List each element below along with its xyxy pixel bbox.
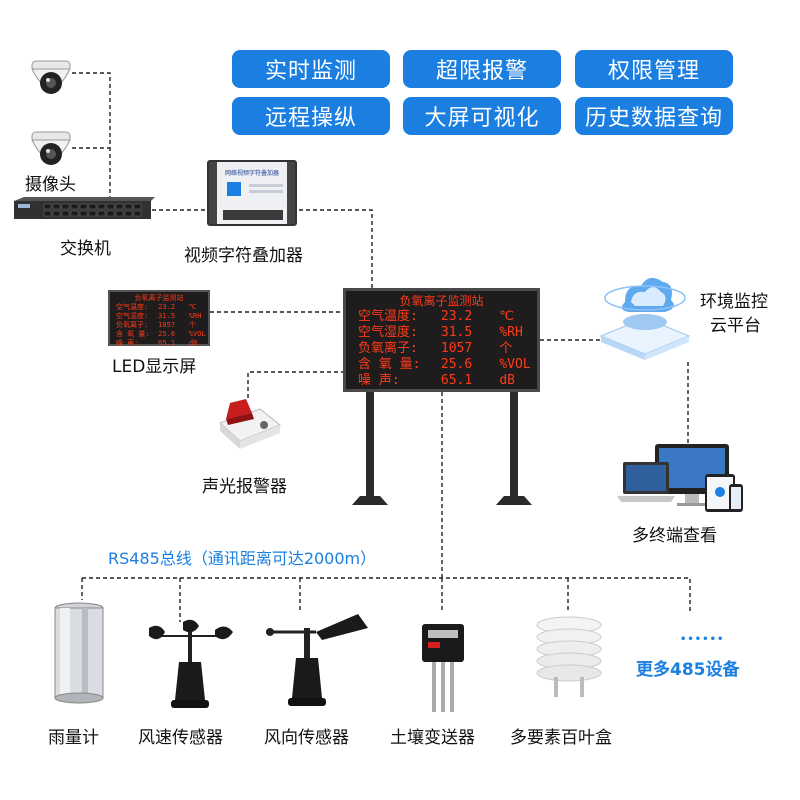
led-small-row-name: 负氧离子:: [116, 321, 149, 329]
led-small-row-value: 31.5: [158, 312, 176, 320]
stand-foot-right: [496, 496, 532, 505]
led-main-row-name: 负氧离子:: [358, 341, 418, 356]
led-main-row-name: 噪 声:: [358, 373, 400, 388]
overlay-rail-left: [209, 162, 217, 224]
led-main-row-name: 空气温度:: [358, 309, 418, 324]
led-main-title: 负氧离子监测站: [399, 294, 484, 308]
led-main-row-value: 25.6: [440, 357, 473, 372]
led-main-row-name: 含 氧 量:: [358, 357, 421, 372]
led-small-row: 空气温度: 23.2 ℃: [110, 303, 208, 312]
led-main-row-unit: %RH: [499, 325, 523, 340]
camera-icon: [31, 60, 71, 94]
cloud-label-line2: 云平台: [710, 316, 761, 336]
led-small-row-value: 65.1: [158, 339, 176, 347]
cloud-platform-icon: [599, 277, 691, 360]
led-main-row-value: 31.5: [440, 325, 473, 340]
led-main-row: 空气湿度: 31.5 %RH: [346, 325, 537, 341]
led-small-title: 负氧离子监测站: [134, 294, 184, 302]
alarm-icon: [219, 399, 281, 449]
stand-leg-right: [510, 390, 518, 498]
terminals-label: 多终端查看: [632, 526, 717, 546]
stand-leg-left: [366, 390, 374, 498]
led-small-row-name: 空气湿度:: [116, 312, 149, 320]
led-main-row: 空气温度: 23.2 ℃: [346, 309, 537, 325]
feature-overlimit-alarm: 超限报警: [403, 50, 561, 88]
led-small-row: 噪 声: 65.1 dB: [110, 339, 208, 348]
feature-history-query: 历史数据查询: [575, 97, 733, 135]
sensor-label-soil: 土壤变送器: [390, 728, 475, 748]
wire-camera1: [72, 72, 150, 209]
led-main-row-name: 空气湿度:: [358, 325, 418, 340]
led-main-row-value: 1057: [440, 341, 473, 356]
led-main-row-unit: ℃: [499, 309, 514, 324]
overlay-terminal-block: [223, 210, 283, 220]
wire-alarm-board: [247, 371, 345, 398]
led-small-row-value: 25.6: [158, 330, 176, 338]
stand-foot-left: [352, 496, 388, 505]
terminals-icon: [617, 444, 743, 512]
overlay-logo-icon: [227, 182, 241, 196]
rain-gauge-icon: [54, 602, 104, 704]
bus-drops: [179, 578, 569, 622]
bus-label: RS485总线（通讯距离可达2000m）: [108, 549, 377, 568]
led-small-row-name: 含 氧 量:: [116, 330, 150, 338]
led-small-screen: 负氧离子监测站 空气温度: 23.2 ℃ 空气湿度: 31.5 %RH 负氧离子: 105…: [108, 290, 210, 348]
led-main-row: 负氧离子: 1057 个: [346, 341, 537, 357]
sensor-label-wind-speed: 风速传感器: [138, 728, 223, 748]
sensor-label-wind-direction: 风向传感器: [264, 728, 349, 748]
video-overlay-device: 网络视频字符叠加器: [207, 160, 297, 226]
led-main-row: 含 氧 量: 25.6 %VOL: [346, 357, 537, 373]
led-main-row-value: 23.2: [440, 309, 473, 324]
sensor-label-rain-gauge: 雨量计: [48, 728, 99, 748]
rs485-bus: [81, 577, 691, 612]
overlay-rail-right: [287, 162, 295, 224]
feature-big-screen: 大屏可视化: [403, 97, 561, 135]
feature-realtime-monitoring: 实时监测: [232, 50, 390, 88]
led-small-row-unit: dB: [188, 339, 198, 347]
led-small-row: 空气湿度: 31.5 %RH: [110, 312, 208, 321]
led-main-row-value: 65.1: [440, 373, 473, 388]
led-small-row-value: 1057: [158, 321, 176, 329]
camera-label: 摄像头: [25, 175, 76, 195]
overlay-device-text: 网络视频字符叠加器: [225, 170, 280, 177]
more-dots: ••••••: [680, 634, 725, 645]
overlay-line: [249, 184, 283, 187]
led-small-row-name: 空气温度:: [116, 303, 149, 311]
wind-speed-sensor-icon: [149, 619, 233, 708]
more-devices-label: 更多485设备: [636, 660, 740, 680]
switch-label: 交换机: [60, 239, 111, 259]
cloud-label-line1: 环境监控: [700, 292, 768, 312]
sensor-label-louver-box: 多要素百叶盒: [510, 728, 612, 748]
led-main-row-unit: 个: [499, 341, 513, 356]
led-small-row-unit: ℃: [188, 303, 197, 311]
soil-transmitter-icon: [422, 624, 464, 712]
wind-direction-sensor-icon: [266, 614, 368, 706]
led-small-row-name: 噪 声:: [116, 339, 139, 347]
led-small-row-unit: %VOL: [188, 330, 206, 338]
led-main-row: 噪 声: 65.1 dB: [346, 373, 537, 389]
led-main-board: 负氧离子监测站 空气温度: 23.2 ℃ 空气湿度: 31.5 %RH 负氧离子: 105…: [343, 288, 540, 392]
led-small-label: LED显示屏: [112, 357, 197, 377]
network-switch-icon: [14, 197, 155, 219]
louver-box-icon: [536, 616, 602, 697]
led-main-row-unit: %VOL: [499, 357, 531, 372]
feature-permission-management: 权限管理: [575, 50, 733, 88]
camera-icon: [31, 131, 71, 165]
feature-remote-control: 远程操纵: [232, 97, 390, 135]
led-small-row: 含 氧 量: 25.6 %VOL: [110, 330, 208, 339]
led-small-row: 负氧离子: 1057 个: [110, 321, 208, 330]
led-small-row-unit: 个: [188, 321, 196, 329]
led-small-row-value: 23.2: [158, 303, 176, 311]
overlay-label: 视频字符叠加器: [184, 246, 303, 266]
alarm-label: 声光报警器: [202, 477, 287, 497]
overlay-line: [249, 190, 283, 193]
led-small-row-unit: %RH: [188, 312, 202, 320]
led-main-row-unit: dB: [499, 373, 515, 388]
